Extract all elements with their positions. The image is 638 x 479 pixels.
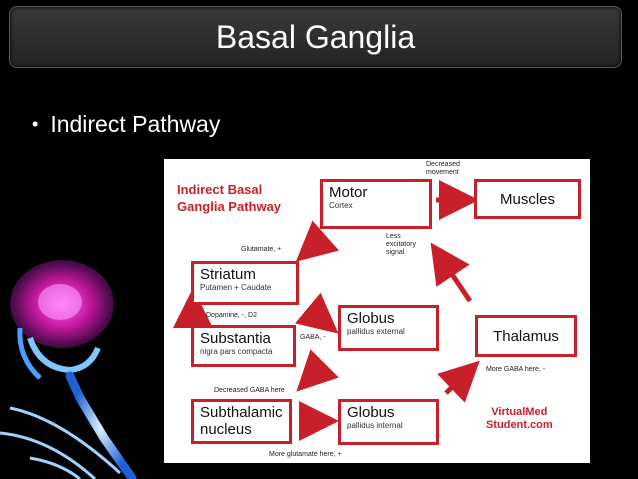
diagram-title-line2: Ganglia Pathway (177, 199, 282, 214)
box-thalamus-main: Thalamus (493, 327, 559, 345)
label-glutamate: Glutamate, + (241, 246, 282, 253)
label-dopamine: Dopamine, -, D2 (206, 312, 257, 319)
arrow-globus-int-to-thalamus (437, 360, 480, 403)
box-motor-sub: Cortex (329, 201, 353, 210)
box-substantia-main: Substantia (200, 330, 271, 347)
box-striatum-main: Striatum (200, 266, 256, 283)
box-substantia-sub: nigra pars compacta (200, 347, 273, 356)
label-decreased-movement: Decreased movement (426, 161, 460, 176)
label-gaba: GABA, - (300, 334, 326, 341)
bullet-dot: • (32, 114, 39, 134)
box-globus-internal: Globus pallidus internal (338, 399, 439, 445)
box-motor-main: Motor (329, 184, 368, 201)
box-subthalamic: Subthalamic nucleus (191, 399, 292, 444)
box-striatum: Striatum Putamen + Caudate (191, 261, 299, 305)
box-substantia: Substantia nigra pars compacta (191, 325, 296, 367)
diagram-title: Indirect Basal Ganglia Pathway (177, 181, 281, 215)
arrow-globus-ext-to-subthalamic (296, 349, 339, 392)
box-globus-int-main: Globus (347, 404, 395, 421)
box-globus-int-sub: pallidus internal (347, 421, 403, 430)
label-decreased-gaba: Decreased GABA here (214, 387, 285, 394)
label-less-excitatory: Less excitatory signal (386, 233, 416, 256)
diagram-watermark: VirtualMed Student.com (486, 406, 553, 432)
watermark-line1: VirtualMed (491, 406, 548, 418)
indirect-pathway-diagram: Indirect Basal Ganglia Pathway Motor Cor… (164, 159, 590, 463)
box-globus-ext-sub: pallidus external (347, 327, 405, 336)
box-subthalamic-sub: nucleus (200, 421, 252, 438)
diagram-title-line1: Indirect Basal (177, 182, 263, 197)
box-thalamus: Thalamus (475, 315, 577, 357)
diagram-arrows (173, 180, 480, 441)
box-subthalamic-main: Subthalamic (200, 404, 283, 421)
slide-title: Basal Ganglia (215, 18, 416, 55)
box-motor-cortex: Motor Cortex (320, 179, 432, 229)
bullet-item: • Indirect Pathway (32, 111, 220, 138)
box-muscles: Muscles (474, 179, 581, 219)
label-more-gaba: More GABA here, - (486, 366, 546, 373)
box-globus-external: Globus pallidus external (338, 305, 439, 351)
slide-title-bar: Basal Ganglia (9, 6, 622, 68)
watermark-line2: Student.com (486, 419, 553, 431)
box-striatum-sub: Putamen + Caudate (200, 283, 272, 292)
arrow-striatum-to-globus-ext (294, 292, 339, 334)
label-more-glutamate: More glutamate here, + (269, 451, 342, 458)
box-globus-ext-main: Globus (347, 310, 395, 327)
box-muscles-main: Muscles (499, 190, 555, 208)
arrow-motor-to-striatum (295, 220, 339, 262)
arrow-thalamus-to-motor (430, 242, 473, 303)
bullet-text: Indirect Pathway (50, 111, 221, 137)
skeleton-brain-illustration (0, 260, 137, 479)
